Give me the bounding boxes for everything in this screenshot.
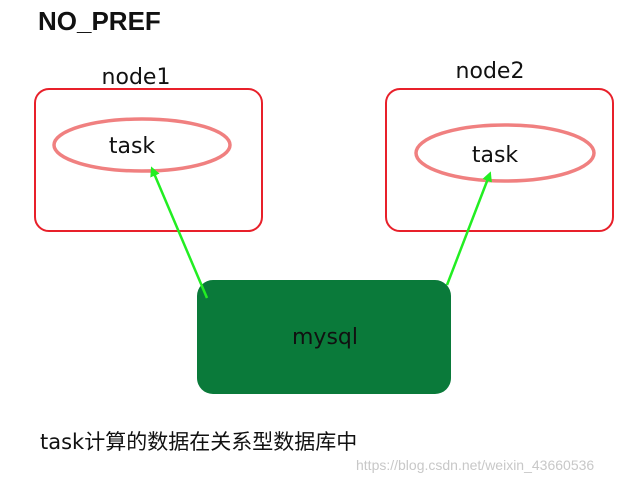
node2-task-label: task: [472, 143, 519, 168]
watermark: https://blog.csdn.net/weixin_43660536: [356, 457, 595, 473]
mysql-database: mysql: [197, 280, 451, 394]
node1: node1 task: [34, 65, 263, 232]
node2: node2 task: [385, 59, 614, 232]
arrow-mysql-to-node2-task: [445, 171, 492, 286]
node2-label: node2: [456, 59, 525, 84]
mysql-box: [197, 280, 451, 394]
node2-task-ellipse: [414, 123, 596, 183]
caption: task计算的数据在关系型数据库中: [40, 430, 358, 454]
diagram-title: NO_PREF: [38, 6, 161, 36]
mysql-label: mysql: [292, 325, 358, 350]
node1-task-ellipse: [52, 117, 232, 173]
arrow-mysql-to-node1-task: [150, 166, 209, 299]
node1-label: node1: [102, 65, 171, 90]
node1-task-label: task: [109, 134, 156, 159]
